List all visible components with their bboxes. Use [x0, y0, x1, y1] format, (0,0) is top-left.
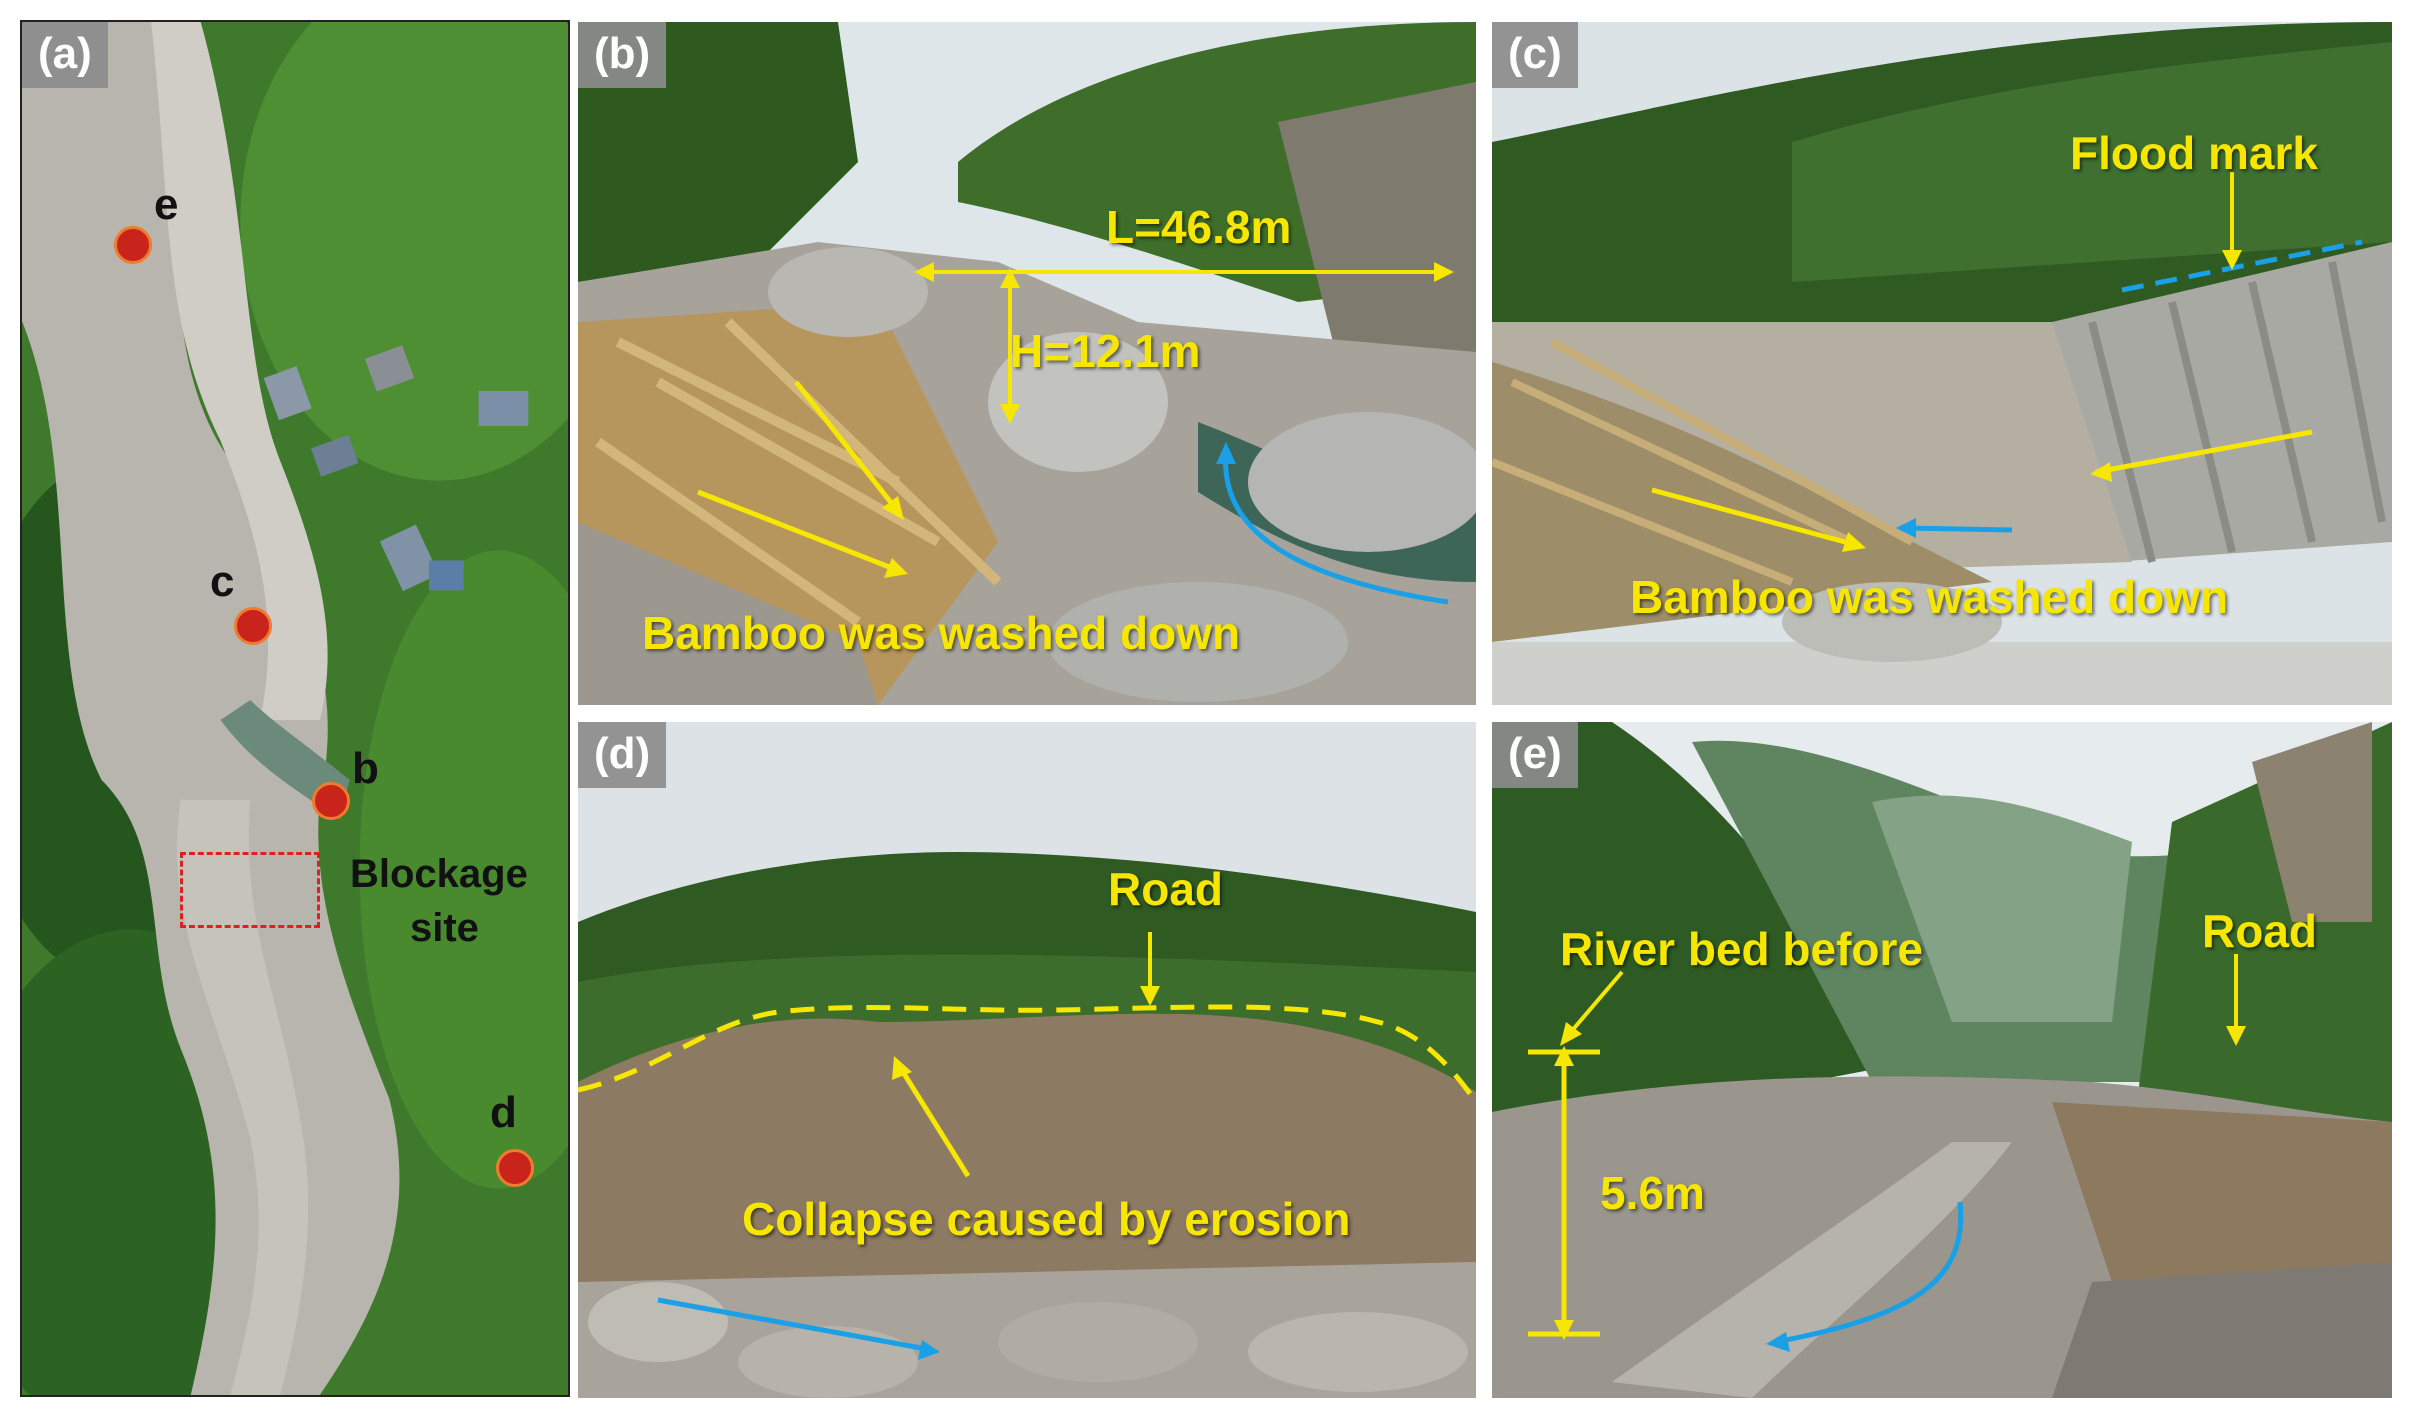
panel-d-tag: (d)	[578, 722, 667, 788]
height-label: H=12.1m	[1010, 325, 1201, 377]
site-marker-e	[114, 226, 152, 264]
blockage-site-box	[180, 852, 320, 928]
panel-e-image	[1492, 722, 2392, 1398]
panel-c-photo: (c) Flood mark Bamboo was washed down	[1492, 22, 2392, 705]
site-marker-c	[234, 607, 272, 645]
aerial-image	[22, 22, 568, 1395]
panel-c-tag: (c)	[1492, 22, 1578, 88]
site-marker-d	[496, 1149, 534, 1187]
blockage-site-label-line2: site	[410, 906, 479, 950]
length-label: L=46.8m	[1106, 201, 1292, 253]
panel-a-aerial-photo: (a) e c b d Blockage site	[20, 20, 570, 1397]
panel-d-photo: (d) Road Collapse caused by erosion	[578, 722, 1476, 1398]
panel-e-tag: (e)	[1492, 722, 1578, 788]
panel-b-photo: (b) L=46.8m H=12.1m Bamboo was washed do…	[578, 22, 1476, 705]
panel-a-tag: (a)	[22, 22, 108, 88]
panel-e-annotations	[1528, 954, 2246, 1352]
panel-d-image	[578, 722, 1476, 1398]
panel-b-image	[578, 22, 1476, 705]
panel-b-caption: Bamboo was washed down	[642, 607, 1241, 659]
flood-mark-label: Flood mark	[2070, 127, 2318, 179]
panel-c-caption: Bamboo was washed down	[1630, 571, 2229, 623]
depth-label: 5.6m	[1600, 1167, 1705, 1219]
site-label-d: d	[490, 1088, 517, 1137]
river-bed-label: River bed before	[1560, 923, 1923, 975]
site-label-e: e	[154, 180, 179, 229]
panel-b-annotations	[697, 262, 1454, 605]
panel-e-photo: (e) Road River bed before 5.6m	[1492, 722, 2392, 1398]
panel-d-caption: Collapse caused by erosion	[742, 1193, 1351, 1245]
road-label-d: Road	[1108, 863, 1223, 915]
site-label-b: b	[352, 744, 379, 793]
blockage-site-label-line1: Blockage	[350, 852, 528, 896]
panel-d-annotations	[578, 932, 1476, 1360]
road-label-e: Road	[2202, 905, 2317, 957]
panel-c-annotations	[1651, 172, 2363, 552]
site-marker-b	[312, 782, 350, 820]
panel-b-tag: (b)	[578, 22, 667, 88]
site-label-c: c	[210, 557, 235, 606]
panel-c-image	[1492, 22, 2392, 705]
